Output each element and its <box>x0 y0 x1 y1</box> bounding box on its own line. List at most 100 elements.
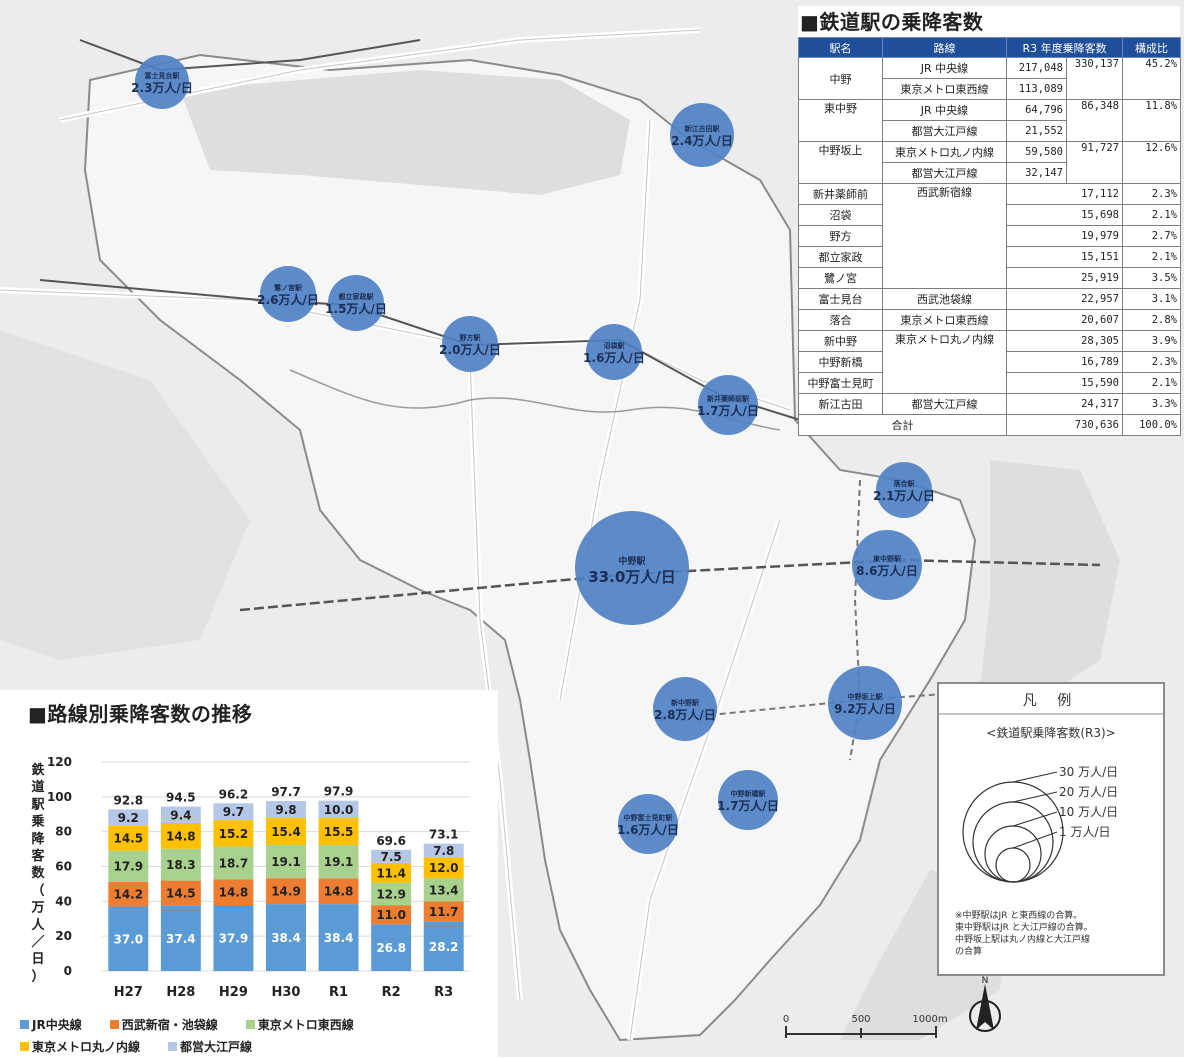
outer-district-east <box>980 460 1120 700</box>
y-tick-label: 40 <box>55 894 72 908</box>
legend-label: 西武新宿・池袋線 <box>121 1018 218 1032</box>
bar-segment <box>108 825 149 851</box>
station-circle <box>260 266 316 322</box>
table-row: 新井薬師前 西武新宿線 17,112 2.3% <box>798 183 1182 289</box>
station-name: 沼袋駅 <box>604 341 626 350</box>
table-row: 中野富士見町 15,590 2.1% <box>798 372 1182 394</box>
station-name: 中野富士見町駅 <box>624 813 674 822</box>
station-ridership: 2.0万人/日 <box>439 342 501 357</box>
station-circle <box>575 511 689 625</box>
segment-value-label: 14.8 <box>166 829 196 843</box>
bar-segment <box>266 878 306 905</box>
station-circle <box>852 530 922 600</box>
station-circle <box>653 677 717 741</box>
bar-segment <box>108 850 149 882</box>
table-row: 東京メトロ東西線 113,089 <box>799 78 1181 100</box>
bar-segment <box>423 857 464 879</box>
header-station: 駅名 <box>798 37 883 58</box>
bar-segment <box>371 882 412 906</box>
table-row: 都営大江戸線 21,552 <box>799 120 1181 142</box>
total-value-label: 94.5 <box>166 791 196 805</box>
segment-value-label: 37.0 <box>113 932 143 946</box>
station-ridership: 1.5万人/日 <box>325 301 387 316</box>
segment-value-label: 9.4 <box>170 808 191 822</box>
y-tick-label: 20 <box>55 929 72 943</box>
table-row: 新江古田 都営大江戸線 24,317 3.3% <box>798 393 1182 415</box>
header-share: 構成比 <box>1122 37 1182 58</box>
station-ridership: 33.0万人/日 <box>588 568 676 586</box>
cell-share: 2.1% <box>1122 246 1182 268</box>
bar-segment <box>213 904 254 971</box>
cell-station: 新中野 <box>798 330 883 352</box>
station-circle <box>328 275 384 331</box>
cell-total: 28,305 <box>1005 330 1124 352</box>
bar-segment <box>108 906 149 971</box>
station-circle <box>828 666 902 740</box>
station-name: 都立家政駅 <box>338 292 375 301</box>
legend-item: 都営大江戸線 <box>168 1036 252 1058</box>
legend-circles: 30 万人/日 20 万人/日 10 万人/日 1 万人/日 <box>939 713 1163 883</box>
scale-bar: 0 500 1000m <box>783 1014 948 1038</box>
segment-value-label: 19.1 <box>324 855 354 869</box>
cell-station: 中野新橋 <box>798 351 883 373</box>
cell-line: 都営大江戸線 <box>882 120 1007 142</box>
segment-value-label: 7.8 <box>433 844 454 858</box>
station-name: 新中野駅 <box>671 698 700 707</box>
table-row: 中野 JR 中央線 217,048 330,137 45.2% <box>798 57 1182 100</box>
bar-segment <box>213 803 254 821</box>
x-tick-label: R2 <box>382 985 401 1000</box>
bar-segment <box>318 878 359 905</box>
table-row: 落合 東京メトロ東西線 20,607 2.8% <box>798 309 1182 331</box>
bar-segment <box>213 820 254 847</box>
segment-value-label: 14.8 <box>219 886 249 900</box>
legend-circle-1 <box>995 847 1031 883</box>
segment-value-label: 37.4 <box>166 932 196 946</box>
y-tick-label: 0 <box>64 964 72 978</box>
total-value-label: 73.1 <box>429 828 459 842</box>
station-ridership: 1.6万人/日 <box>583 350 645 365</box>
bar-segment <box>213 846 254 880</box>
legend-circle-20 <box>972 801 1054 883</box>
cell-station: 野方 <box>798 225 883 247</box>
station-circle <box>135 55 189 109</box>
cell-station: 富士見台 <box>798 288 883 310</box>
total-value-label: 92.8 <box>113 793 143 807</box>
cell-total: 16,789 <box>1005 351 1124 373</box>
table-row: 鷺ノ宮 25,919 3.5% <box>798 267 1182 289</box>
segment-value-label: 15.2 <box>219 827 249 841</box>
station-ridership: 1.6万人/日 <box>617 822 679 837</box>
table-row: 富士見台 西武池袋線 22,957 3.1% <box>798 288 1182 310</box>
legend-swatch <box>109 1020 119 1029</box>
outer-district-north <box>180 70 630 195</box>
table-row: 沼袋 15,698 2.1% <box>798 204 1182 226</box>
legend-circle-30 <box>962 781 1064 883</box>
station-circle <box>718 770 778 830</box>
cell-share: 45.2% <box>1122 57 1182 100</box>
chart-legend: JR中央線西武新宿・池袋線東京メトロ東西線東京メトロ丸ノ内線都営大江戸線 <box>20 1014 490 1058</box>
station-ridership: 9.2万人/日 <box>834 701 896 716</box>
cell-share: 2.1% <box>1122 372 1182 394</box>
cell-line: 西武池袋線 <box>882 288 1007 310</box>
cell-line: JR 中央線 <box>882 57 1007 79</box>
bar-segment <box>371 924 412 971</box>
legend-subtitle: <鉄道駅乗降客数(R3)> <box>986 726 1116 740</box>
cell-total: 24,317 <box>1005 393 1124 415</box>
x-tick-label: H30 <box>272 985 301 1000</box>
header-line: 路線 <box>882 37 1007 58</box>
cell-line: 東京メトロ丸ノ内線 <box>882 330 1007 394</box>
total-value-label: 97.9 <box>324 785 354 799</box>
bar-segment <box>371 905 412 925</box>
legend-item: 東京メトロ東西線 <box>245 1014 354 1036</box>
segment-value-label: 37.9 <box>219 931 249 945</box>
cell-share: 11.8% <box>1122 99 1182 142</box>
cell-share: 2.3% <box>1122 183 1182 205</box>
total-value-label: 96.2 <box>219 787 249 801</box>
bar-segment <box>160 848 201 881</box>
